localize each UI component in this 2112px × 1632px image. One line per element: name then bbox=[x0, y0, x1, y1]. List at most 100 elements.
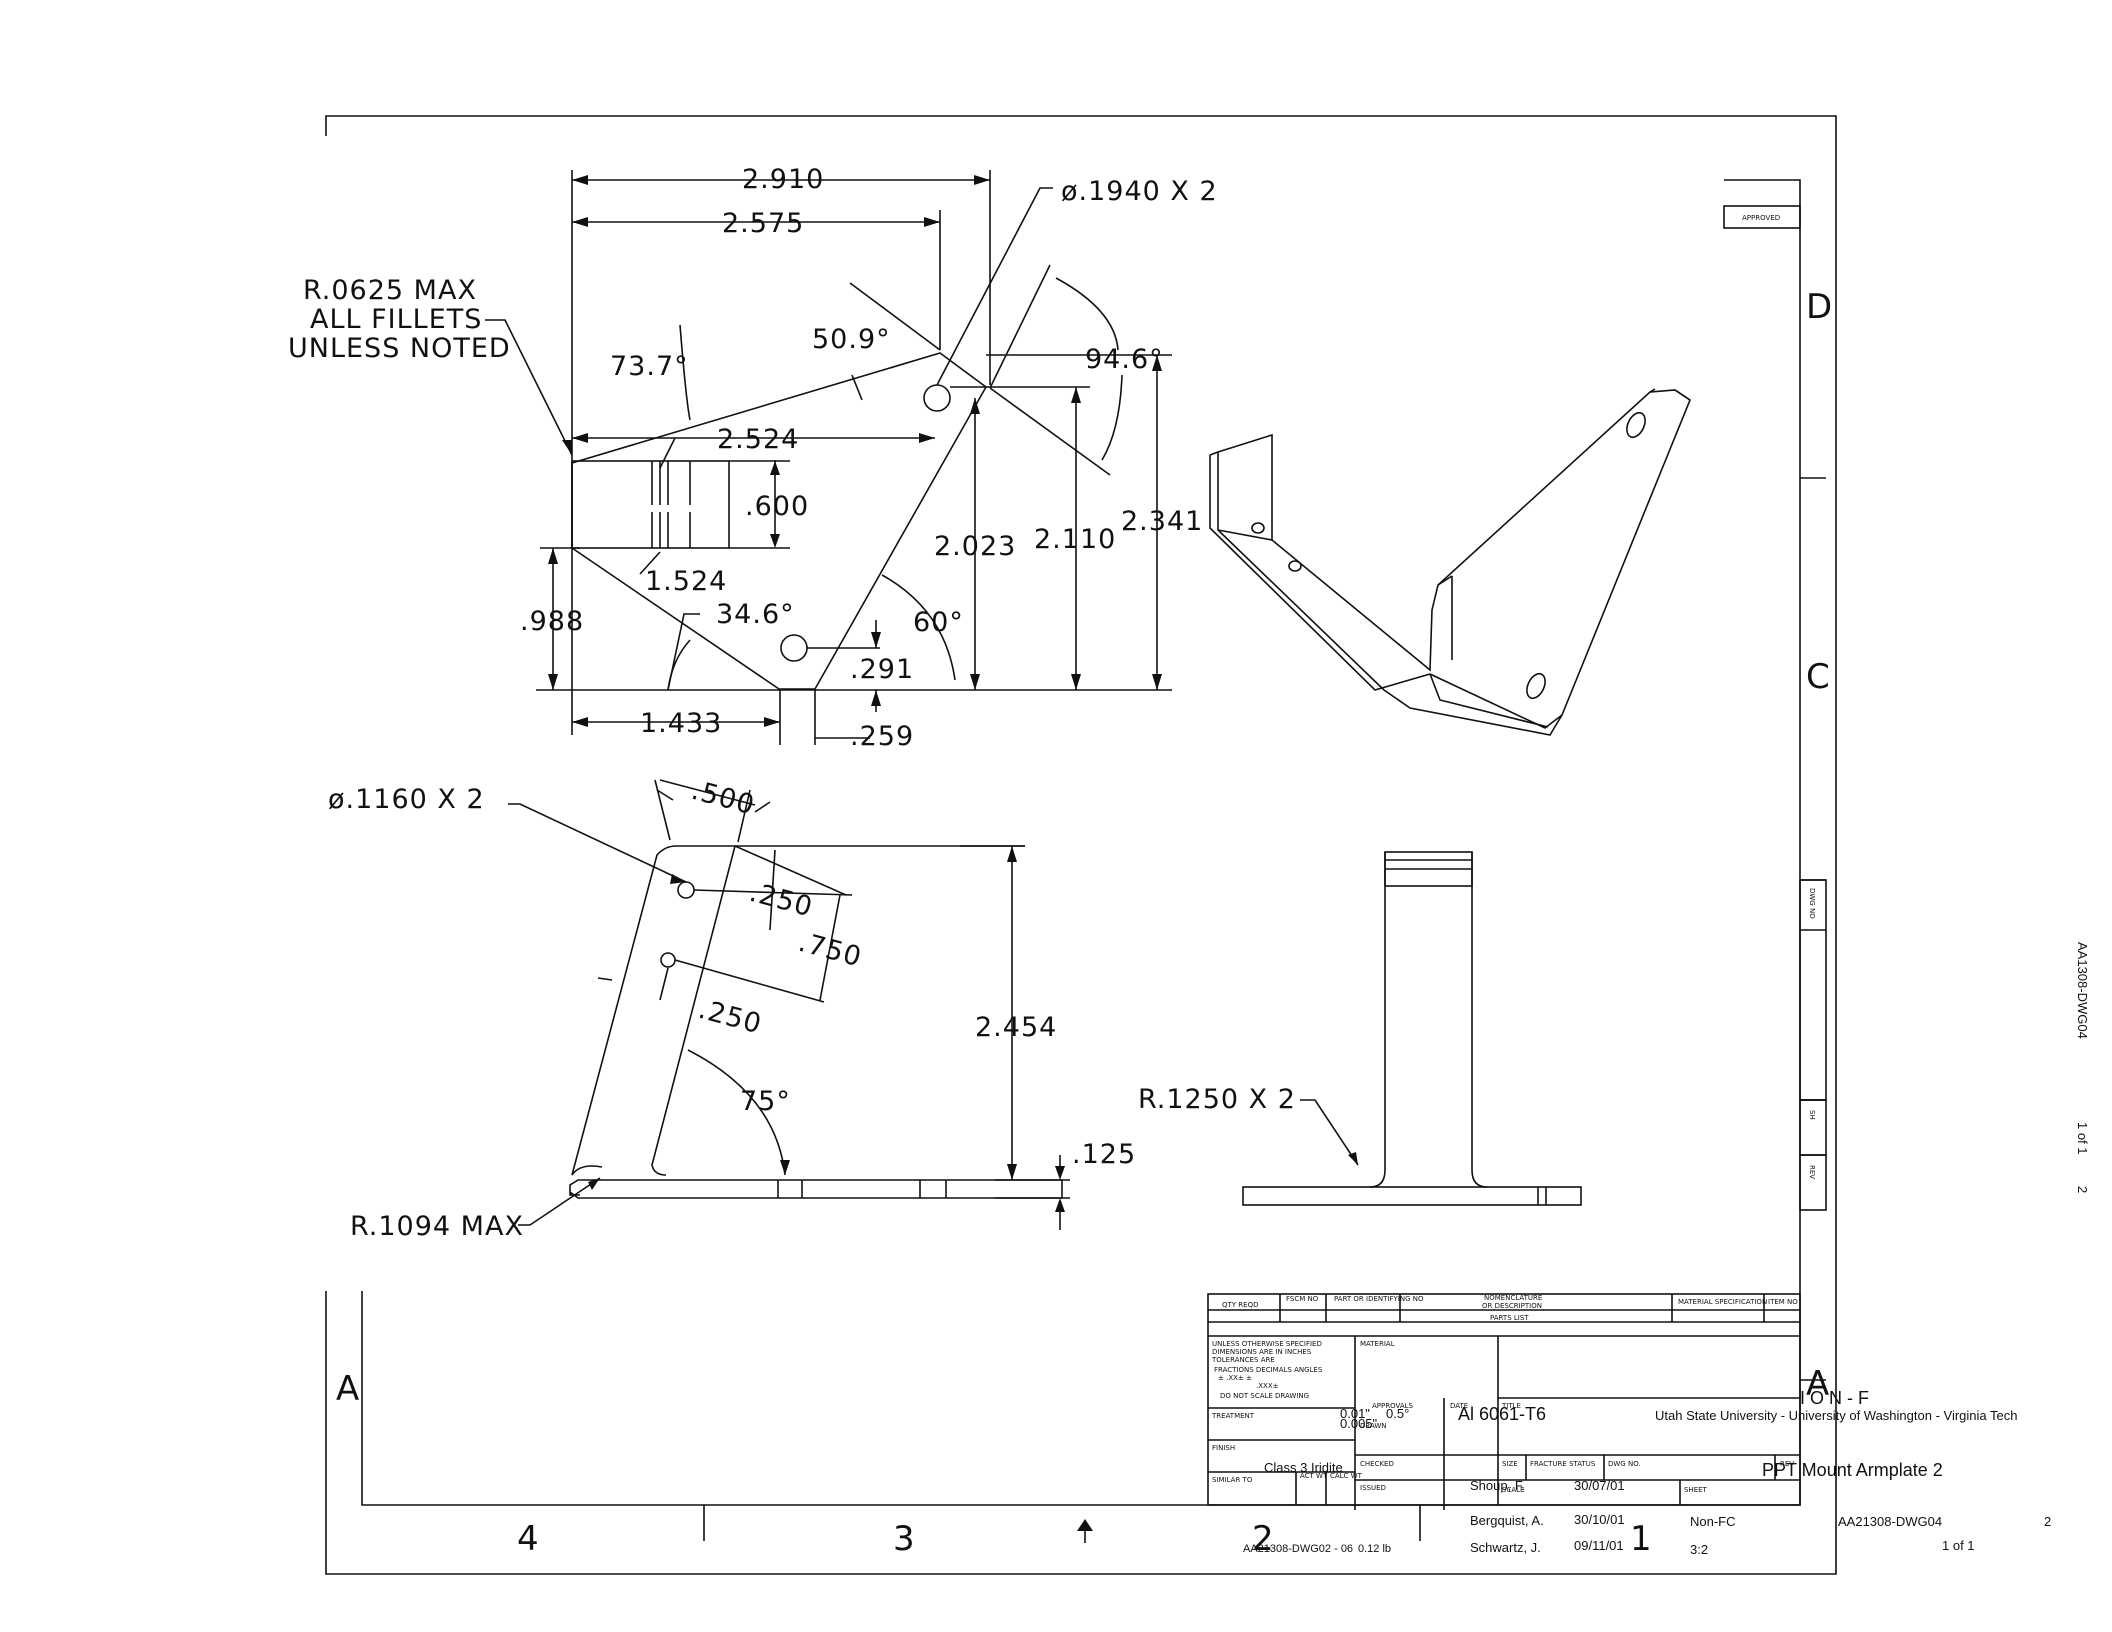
dim-500: .500 bbox=[688, 775, 758, 822]
issued-date: 09/11/01 bbox=[1574, 1538, 1624, 1553]
dim-2341: 2.341 bbox=[1121, 506, 1203, 537]
scale-label: SCALE bbox=[1502, 1486, 1524, 1494]
drawing-title: PPT Mount Armplate 2 bbox=[1762, 1460, 1943, 1480]
unless-1: UNLESS OTHERWISE SPECIFIED bbox=[1212, 1340, 1322, 1348]
parts-fscm: FSCM NO bbox=[1286, 1295, 1319, 1303]
zone-4: 4 bbox=[517, 1519, 539, 1559]
rev-value: 2 bbox=[2044, 1514, 2051, 1529]
zone-a-left: A bbox=[336, 1369, 359, 1409]
isometric-view bbox=[1209, 388, 1691, 736]
note-fillet-3: UNLESS NOTED bbox=[288, 333, 511, 364]
checked-label: CHECKED bbox=[1360, 1460, 1394, 1468]
checked-date: 30/10/01 bbox=[1574, 1512, 1625, 1527]
ion-f-text: I O N - F bbox=[1800, 1388, 1869, 1408]
dwg-number: AA21308-DWG04 bbox=[1838, 1514, 1942, 1529]
parts-list-label: PARTS LIST bbox=[1490, 1314, 1529, 1322]
finish-label: FINISH bbox=[1212, 1444, 1235, 1452]
approved-label: APPROVED bbox=[1742, 214, 1780, 222]
do-not-scale: DO NOT SCALE DRAWING bbox=[1220, 1392, 1309, 1400]
zone-c: C bbox=[1806, 657, 1830, 697]
similar-to-label: SIMILAR TO bbox=[1212, 1476, 1253, 1484]
weight-value: 0.12 lb bbox=[1358, 1543, 1391, 1555]
parts-nomen-2: OR DESCRIPTION bbox=[1482, 1302, 1542, 1310]
act-wt-label: ACT WT bbox=[1300, 1472, 1328, 1480]
dim-2023: 2.023 bbox=[934, 531, 1016, 562]
issued-by: Schwartz, J. bbox=[1470, 1540, 1541, 1555]
fracture-label: FRACTURE STATUS bbox=[1530, 1460, 1596, 1468]
similar-to-value: AA21308-DWG02 - 06 bbox=[1243, 1543, 1353, 1555]
date-label: DATE bbox=[1450, 1402, 1468, 1410]
dim-1433: 1.433 bbox=[640, 708, 722, 739]
dim-259: .259 bbox=[850, 721, 914, 752]
dim-hole-1160: ø.1160 X 2 bbox=[328, 784, 485, 815]
parts-part: PART OR IDENTIFYING NO bbox=[1334, 1295, 1424, 1303]
note-r1250: R.1250 X 2 bbox=[1138, 1084, 1296, 1115]
parts-material-spec: MATERIAL SPECIFICATION bbox=[1678, 1298, 1767, 1306]
title-block bbox=[1207, 1293, 1801, 1510]
dim-250a: .250 bbox=[746, 877, 816, 924]
zone-1: 1 bbox=[1630, 1519, 1652, 1559]
treatment-label: TREATMENT bbox=[1211, 1412, 1255, 1420]
strip-sh: SH bbox=[1808, 1110, 1816, 1120]
sheet-label: SHEET bbox=[1684, 1486, 1708, 1494]
title-label: TITLE bbox=[1501, 1402, 1521, 1410]
zone-d: D bbox=[1806, 287, 1832, 327]
tol-angle: 0.5° bbox=[1386, 1406, 1409, 1421]
universities-text: Utah State University - University of Wa… bbox=[1655, 1408, 2017, 1423]
dim-600: .600 bbox=[745, 491, 809, 522]
angle-60: 60° bbox=[913, 607, 964, 638]
dim-2454: 2.454 bbox=[975, 1012, 1057, 1043]
vertical-rev: 2 bbox=[2075, 1186, 2090, 1193]
unless-2: DIMENSIONS ARE IN INCHES bbox=[1212, 1348, 1312, 1356]
angle-737: 73.7° bbox=[610, 351, 689, 382]
dwgno-label: DWG NO. bbox=[1608, 1460, 1641, 1468]
note-fillet-2: ALL FILLETS bbox=[310, 304, 482, 335]
unless-6: .XXX± bbox=[1256, 1382, 1279, 1390]
angle-346: 34.6° bbox=[716, 599, 795, 630]
dim-2910: 2.910 bbox=[742, 164, 824, 195]
arrowheads bbox=[548, 175, 1358, 1212]
dim-2524: 2.524 bbox=[717, 424, 799, 455]
parts-qty: QTY REQD bbox=[1222, 1301, 1258, 1309]
zone-2: 2 bbox=[1252, 1519, 1274, 1559]
tol-decimal: 0.01" bbox=[1340, 1406, 1370, 1421]
unless-5: ± .XX± ± bbox=[1218, 1374, 1252, 1382]
angle-75: 75° bbox=[740, 1086, 791, 1117]
material-label: MATERIAL bbox=[1360, 1340, 1395, 1348]
dim-988: .988 bbox=[520, 606, 584, 637]
parts-nomen-1: NOMENCLATURE bbox=[1484, 1294, 1542, 1302]
dim-750: .750 bbox=[795, 927, 865, 974]
dim-2110: 2.110 bbox=[1034, 524, 1116, 555]
drawn-date: 30/07/01 bbox=[1574, 1478, 1625, 1493]
outer-border bbox=[325, 115, 1837, 1575]
tol-decimal-3: 0.005" bbox=[1340, 1416, 1378, 1431]
zone-a-right: A bbox=[1806, 1364, 1829, 1404]
calc-wt-label: CALC WT bbox=[1330, 1472, 1363, 1480]
dim-hole-1940: ø.1940 X 2 bbox=[1061, 176, 1218, 207]
front-view-arm bbox=[571, 845, 737, 1176]
zone-3: 3 bbox=[893, 1519, 915, 1559]
dim-1524: 1.524 bbox=[645, 566, 727, 597]
strip-dwg-no: DWG NO bbox=[1808, 888, 1816, 919]
drawn-by: Shoup, F. bbox=[1470, 1478, 1525, 1493]
inner-border bbox=[361, 179, 1801, 1506]
checked-by: Bergquist, A. bbox=[1470, 1513, 1544, 1528]
dim-125: .125 bbox=[1072, 1139, 1136, 1170]
strip-rev: REV bbox=[1808, 1165, 1816, 1179]
note-fillet-1: R.0625 MAX bbox=[303, 275, 477, 306]
issued-label: ISSUED bbox=[1360, 1484, 1386, 1492]
angle-509: 50.9° bbox=[812, 324, 891, 355]
fracture-value: Non-FC bbox=[1690, 1514, 1736, 1529]
finish-value: Class 3 Iridite bbox=[1264, 1460, 1343, 1475]
rev-label: REV bbox=[1780, 1460, 1794, 1468]
dim-250b: .250 bbox=[695, 994, 765, 1041]
material-value: Al 6061-T6 bbox=[1458, 1404, 1546, 1424]
dim-291: .291 bbox=[850, 654, 914, 685]
unless-3: TOLERANCES ARE bbox=[1211, 1356, 1275, 1364]
approvals-label: APPROVALS bbox=[1372, 1402, 1414, 1410]
vertical-sheet: 1 of 1 bbox=[2075, 1122, 2090, 1155]
vertical-dwg-number: AA1308-DWG04 bbox=[2075, 942, 2090, 1039]
side-view bbox=[1242, 851, 1582, 1206]
drawn-label: DRAWN bbox=[1360, 1422, 1387, 1430]
